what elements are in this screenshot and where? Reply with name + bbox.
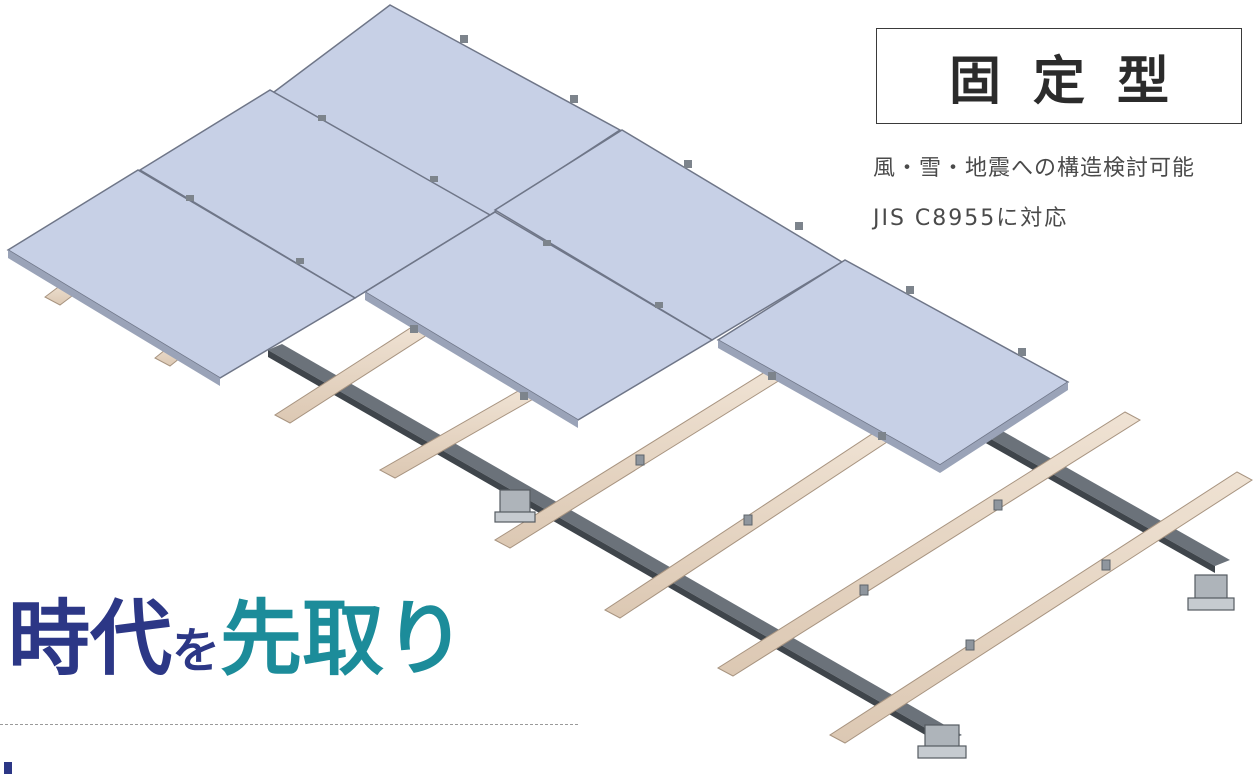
beam-clamp xyxy=(743,514,753,526)
panel-clamp xyxy=(1018,348,1026,356)
panel-clamp xyxy=(543,240,551,246)
headline: 時代を先取り xyxy=(8,598,466,680)
crossbeam xyxy=(717,411,1141,677)
panel-clamp xyxy=(795,222,803,230)
panel-clamp xyxy=(768,372,776,380)
base-pedestal xyxy=(1187,574,1235,611)
panel-clamp xyxy=(878,432,886,440)
crossbeam xyxy=(829,471,1253,744)
base-pedestal xyxy=(494,489,536,523)
panel-clamp xyxy=(570,95,578,103)
beam-clamp xyxy=(635,454,645,466)
panel-clamp xyxy=(684,160,692,168)
panel-clamp xyxy=(410,325,418,333)
panel-clamp xyxy=(906,286,914,294)
panel-clamp xyxy=(520,392,528,400)
beam-clamp xyxy=(993,499,1003,511)
headline-part-3: 先取り xyxy=(220,591,467,687)
beam-clamp xyxy=(965,639,975,651)
dashed-divider xyxy=(0,724,578,725)
beam-clamp xyxy=(859,584,869,596)
base-pedestal xyxy=(917,724,967,759)
panel-clamp xyxy=(318,115,326,121)
feature-jis-standard: JIS C8955に対応 xyxy=(873,206,1069,231)
badge-title: 固定型 xyxy=(948,51,1201,112)
product-type-badge: 固定型 xyxy=(876,28,1242,124)
headline-part-1: 時代 xyxy=(8,591,173,687)
panel-clamp xyxy=(296,258,304,264)
feature-structural-review: 風・雪・地震への構造検討可能 xyxy=(873,156,1196,181)
headline-part-2: を xyxy=(172,623,221,679)
panel-clamp xyxy=(460,35,468,43)
section-marker xyxy=(4,762,12,774)
panel-clamp xyxy=(186,195,194,201)
panel-clamp xyxy=(430,176,438,182)
beam-clamp xyxy=(1101,559,1111,571)
panel-clamp xyxy=(655,302,663,308)
